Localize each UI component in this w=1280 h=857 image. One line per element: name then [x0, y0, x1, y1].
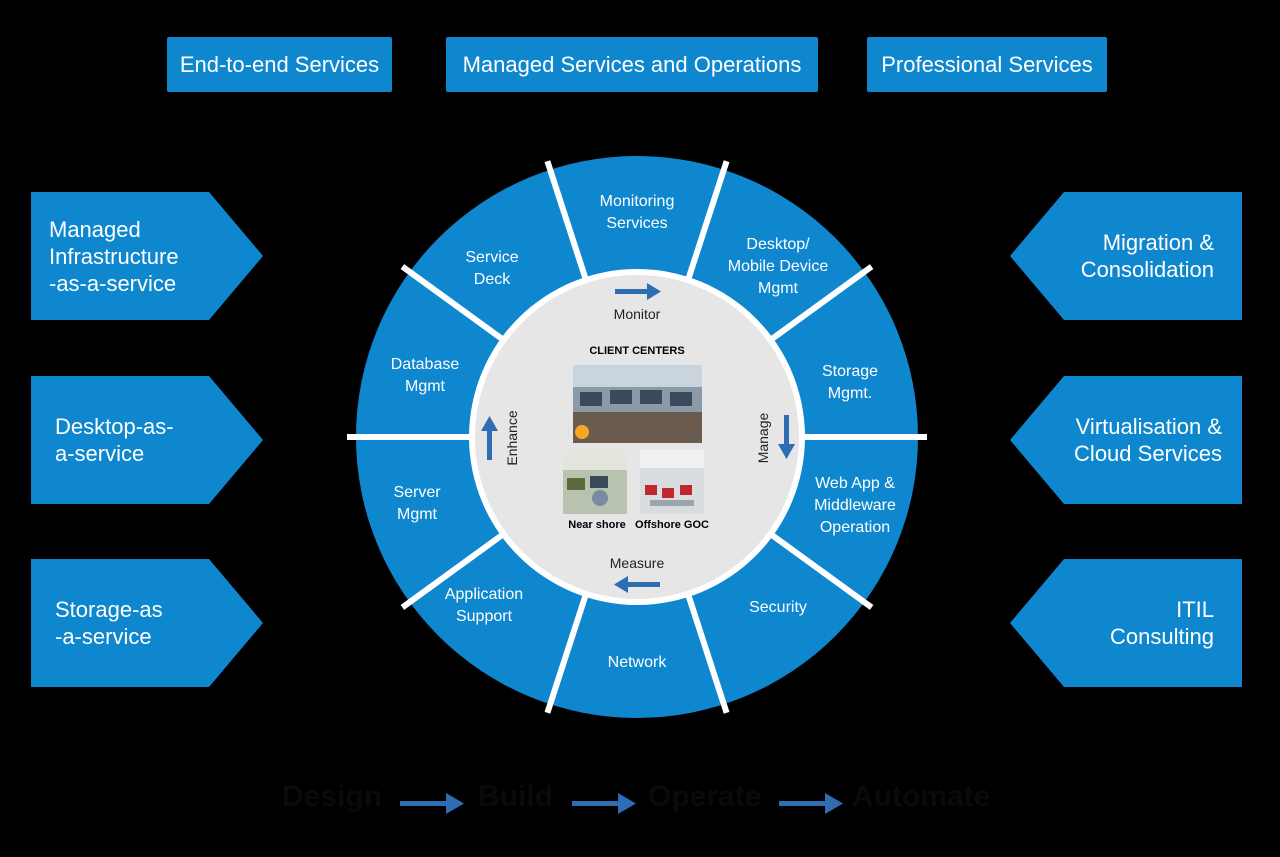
client-centers-title: CLIENT CENTERS — [589, 345, 684, 357]
top-box-label: Professional Services — [881, 51, 1093, 77]
measure-label: Measure — [610, 555, 665, 571]
wheel-divider — [683, 588, 730, 714]
flow-step-operate: Operate — [648, 780, 762, 813]
wheel-divider — [683, 160, 730, 286]
offshore-goc-photo — [640, 450, 704, 514]
tag-line: Consolidation — [1080, 257, 1214, 282]
top-box-label: Managed Services and Operations — [462, 51, 802, 77]
left-tag-managed-infrastructure: Managed Infrastructure -as-a-service — [31, 192, 263, 320]
tag-shape — [1010, 376, 1242, 504]
left-tag-storage-as-a-service: Storage-as -a-service — [31, 559, 263, 687]
wheel-divider — [764, 264, 874, 346]
tag-text: Migration & Consolidation — [1004, 192, 1214, 320]
flow-arrow-icon — [779, 793, 843, 814]
tag-text: ITIL Consulting — [1004, 559, 1214, 687]
tag-shape — [31, 376, 263, 504]
tag-line: Desktop-as- — [55, 414, 174, 439]
right-tag-itil-consulting: ITIL Consulting — [1010, 559, 1242, 687]
right-tag-migration-consolidation: Migration & Consolidation — [1010, 192, 1242, 320]
top-box-label: End-to-end Services — [179, 51, 380, 77]
tag-line: Storage-as — [55, 597, 163, 622]
manage-label: Manage — [755, 412, 771, 463]
flow-arrow-icon — [400, 793, 464, 814]
tag-line: -as-a-service — [49, 270, 177, 296]
flow-step-build: Build — [478, 780, 553, 813]
flow-step-automate: Automate — [852, 780, 991, 813]
manage-arrow-icon — [778, 415, 795, 459]
offshore-goc-label: Offshore GOC — [635, 519, 709, 531]
wheel-divider — [764, 528, 874, 610]
logo-icon — [575, 425, 589, 439]
wheel-divider — [400, 264, 510, 346]
tag-line: Cloud Services — [1074, 441, 1222, 466]
flow-arrow-icon — [572, 793, 636, 814]
enhance-arrow-icon — [481, 416, 498, 460]
tag-shape — [31, 559, 263, 687]
tag-text: Virtualisation & Cloud Services — [1012, 376, 1222, 504]
tag-line: Managed — [49, 216, 141, 242]
tag-line: Virtualisation & — [1075, 414, 1222, 439]
wheel-divider — [544, 588, 591, 714]
lifecycle-flow: Design Build Operate Automate — [0, 780, 1280, 825]
segment-network: Network — [608, 654, 668, 671]
professional-services-box: Professional Services — [867, 37, 1107, 92]
tag-shape — [1010, 559, 1242, 687]
managed-services-box: Managed Services and Operations — [446, 37, 818, 92]
client-center-photo — [573, 365, 702, 443]
tag-line: -a-service — [55, 624, 152, 649]
wheel-divider — [400, 528, 510, 610]
tag-line: ITIL — [1176, 597, 1214, 622]
monitor-arrow-icon — [615, 283, 661, 300]
left-tag-desktop-as-a-service: Desktop-as- a-service — [31, 376, 263, 504]
tag-text: Managed Infrastructure -as-a-service — [49, 192, 249, 320]
tag-shape — [1010, 192, 1242, 320]
end-to-end-services-box: End-to-end Services — [167, 37, 392, 92]
measure-arrow-icon — [614, 576, 660, 593]
wheel-divider — [544, 160, 591, 286]
tag-shape — [31, 192, 263, 320]
monitor-label: Monitor — [614, 306, 661, 322]
near-shore-label: Near shore — [568, 519, 625, 531]
tag-line: Infrastructure — [49, 243, 179, 269]
tag-text: Storage-as -a-service — [55, 559, 255, 687]
tag-text: Desktop-as- a-service — [55, 376, 255, 504]
enhance-label: Enhance — [504, 410, 520, 465]
tag-line: Migration & — [1102, 230, 1214, 255]
segment-security: Security — [749, 599, 807, 616]
wheel-dividers — [347, 160, 927, 714]
right-tag-virtualisation-cloud: Virtualisation & Cloud Services — [1010, 376, 1242, 504]
flow-step-design: Design — [282, 780, 383, 813]
tag-line: a-service — [55, 441, 145, 466]
near-shore-photo — [563, 450, 627, 514]
tag-line: Consulting — [1110, 624, 1214, 649]
